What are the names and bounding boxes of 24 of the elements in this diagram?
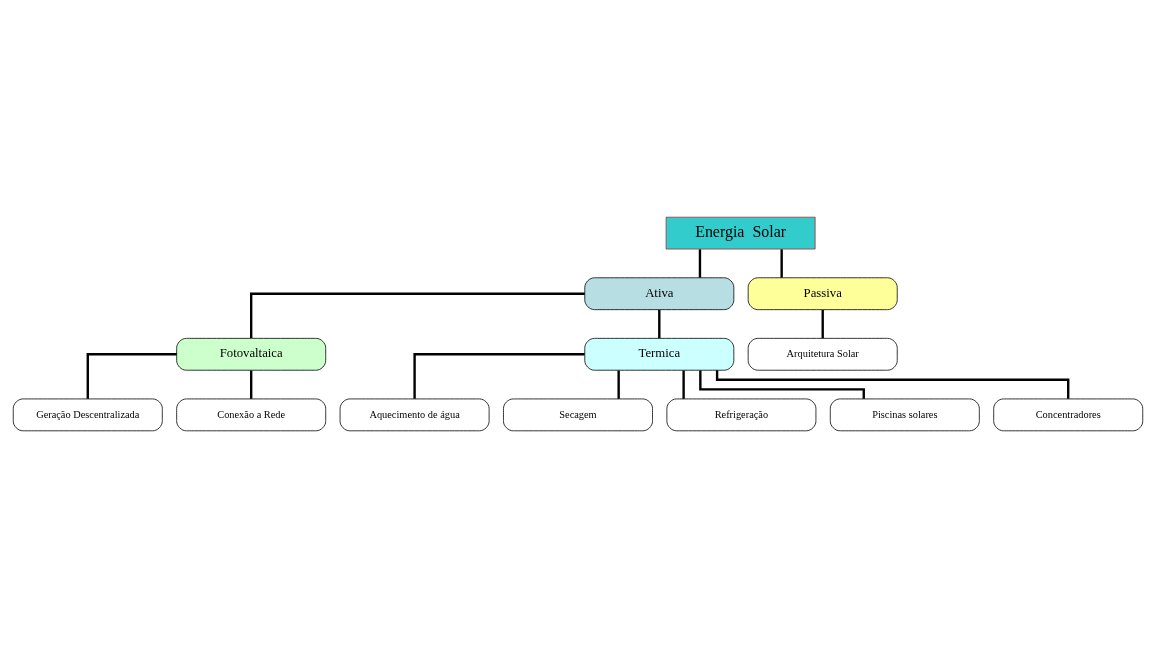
node-box: Geração Descentralizada [12,398,163,432]
connector [658,309,661,339]
connector [821,309,824,339]
connector [682,370,685,399]
node-box: Fotovaltaica [176,337,327,371]
node-box: Ativa [584,277,735,311]
node-box: Conexão a Rede [176,398,327,432]
node-box: Aquecimento de água [339,398,490,432]
connector [250,370,253,399]
node-box: Arquitetura Solar [747,337,898,371]
node-box: Concentradores [993,398,1144,432]
connector [250,292,585,339]
connector [699,370,865,399]
node-box: Refrigeração [666,398,817,432]
connector [780,249,783,278]
connector [413,353,585,399]
node-box: Energia Solar [665,216,816,250]
connector [86,353,177,399]
node-box: Secagem [503,398,653,432]
node-box: Termica [584,337,735,371]
connector [617,370,620,399]
node-box: Passiva [747,277,898,311]
node-box: Piscinas solares [829,398,980,432]
connector [698,249,702,278]
